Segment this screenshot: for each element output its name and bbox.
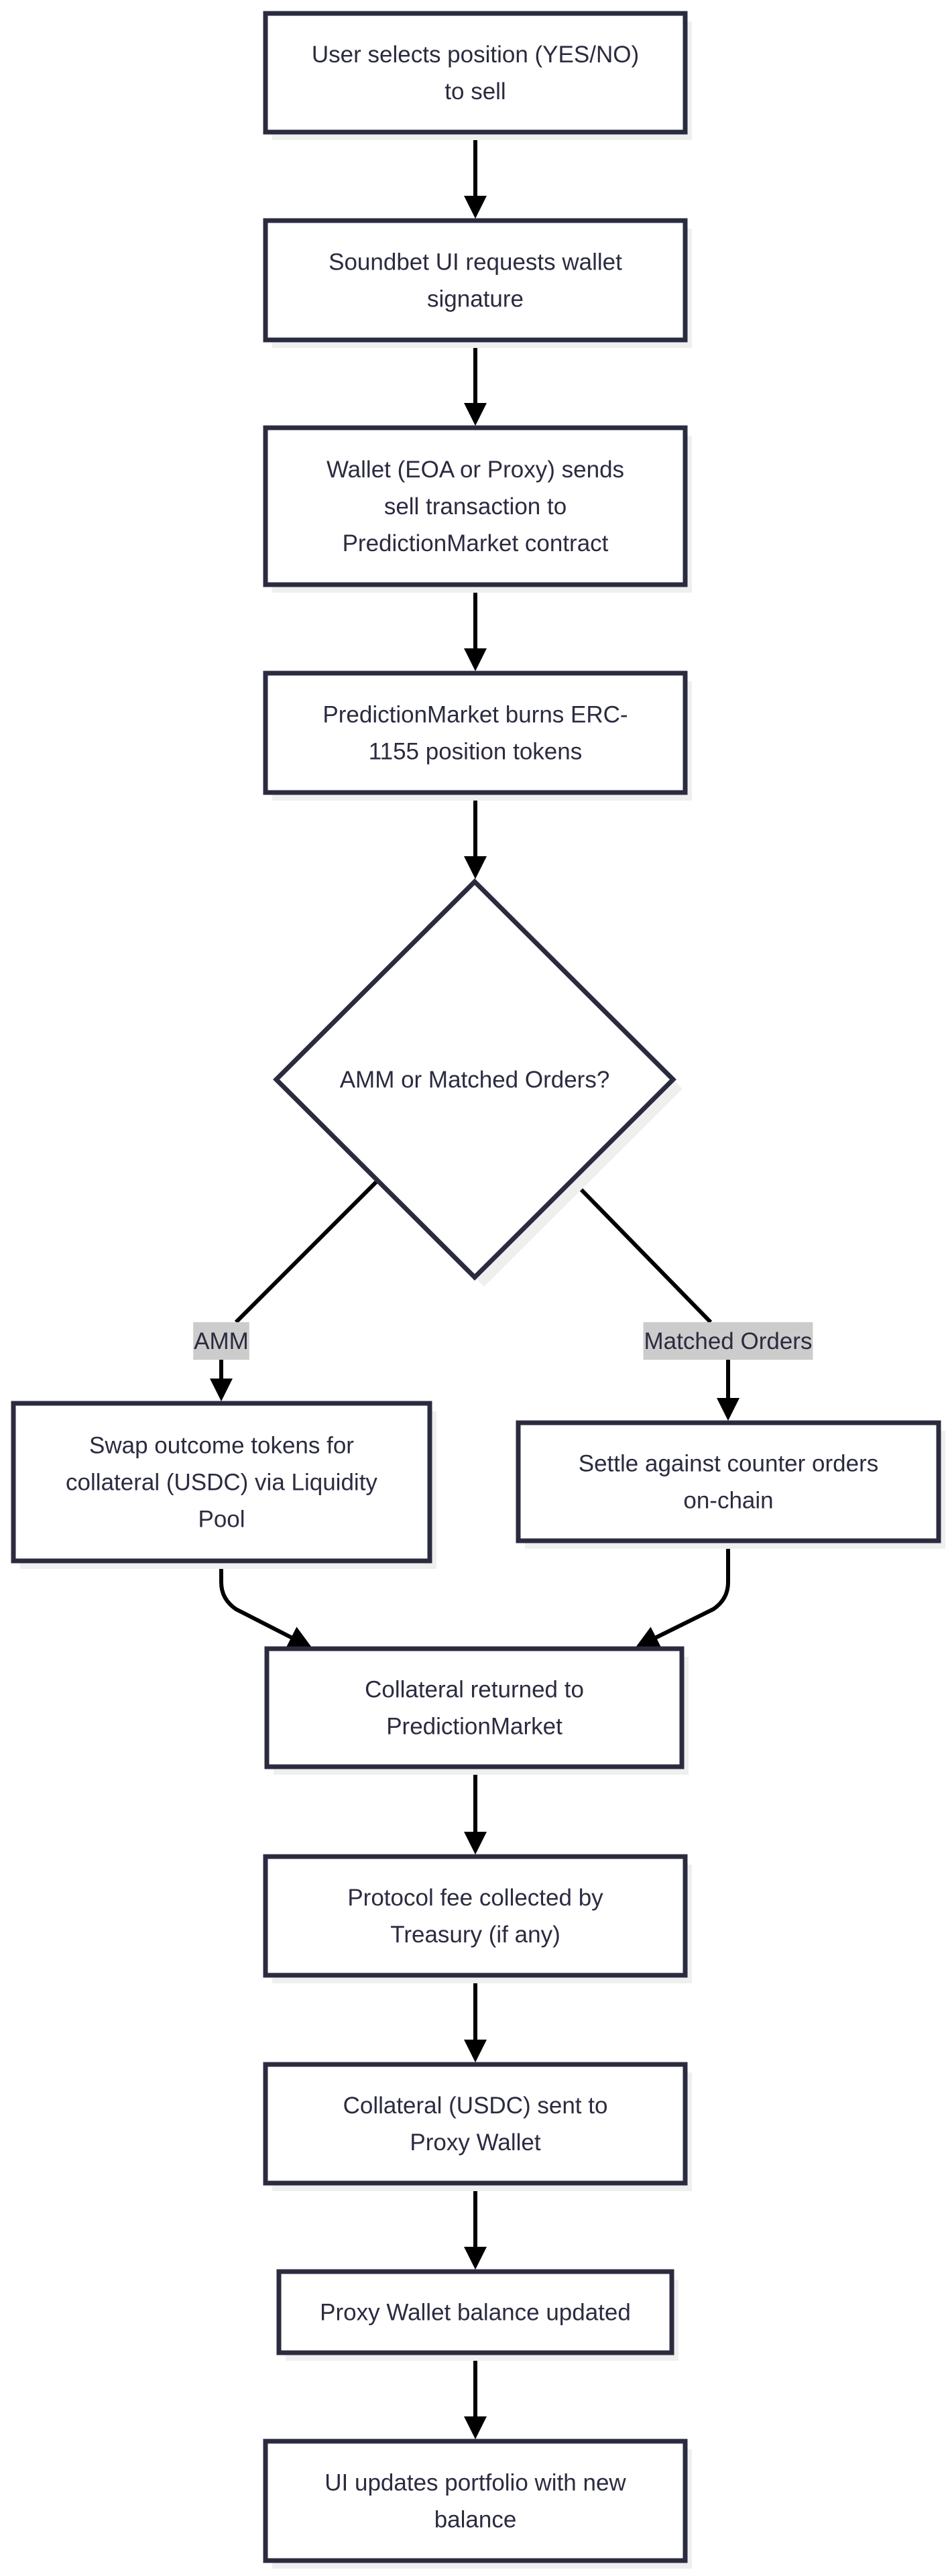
- arrowhead-icon: [464, 403, 487, 426]
- node-select: User selects position (YES/NO) to sell: [263, 11, 692, 140]
- edge-line: [219, 1561, 296, 1641]
- node-label-line: UI updates portfolio with new: [324, 2470, 626, 2496]
- node-box: [263, 218, 688, 343]
- edge-collateral-returned-to-fee: [464, 1767, 487, 1855]
- edge-line: [651, 1541, 730, 1641]
- arrowhead-icon: [636, 1627, 662, 1647]
- node-label-line: Proxy Wallet: [410, 2129, 540, 2156]
- node-settle: Settle against counter orders on-chain: [516, 1420, 945, 1549]
- node-label-line: AMM or Matched Orders?: [340, 1067, 610, 1093]
- arrowhead-icon: [464, 856, 487, 879]
- edge-label: AMM: [193, 1322, 249, 1360]
- node-label-line: Wallet (EOA or Proxy) sends: [327, 457, 624, 483]
- node-label-line: Pool: [198, 1507, 245, 1533]
- arrowhead-icon: [464, 2040, 487, 2062]
- node-collateral-returned: Collateral returned to PredictionMarket: [264, 1646, 689, 1775]
- decision-diamond: [273, 878, 676, 1281]
- node-label-line: Treasury (if any): [390, 1922, 560, 1948]
- edge-label-background: [643, 1322, 813, 1360]
- edges-layer: [210, 132, 739, 2439]
- node-label-line: 1155 position tokens: [369, 739, 582, 765]
- edge-label-text: AMM: [194, 1328, 249, 1354]
- edge-label-background: [193, 1322, 249, 1360]
- edge-amm-swap-to-collateral-returned: [219, 1561, 312, 1647]
- edge-decision-to-amm-swap: [210, 1179, 379, 1401]
- node-box: [11, 1401, 432, 1564]
- node-decision: AMM or Matched Orders?: [273, 878, 683, 1287]
- node-label-line: Protocol fee collected by: [347, 1885, 603, 1911]
- edge-label: Matched Orders: [643, 1322, 813, 1360]
- edge-line: [219, 1179, 379, 1381]
- node-box: [263, 11, 688, 135]
- edge-balance-updated-to-ui-update: [464, 2353, 487, 2439]
- node-box: [264, 1646, 685, 1769]
- edge-line: [571, 1179, 730, 1400]
- edge-label-text: Matched Orders: [644, 1328, 813, 1354]
- node-label-line: balance: [434, 2507, 517, 2533]
- node-label-line: signature: [427, 286, 524, 312]
- edge-select-to-request-sig: [464, 132, 487, 219]
- arrowhead-icon: [717, 1398, 739, 1421]
- node-label-line: Swap outcome tokens for: [89, 1433, 354, 1459]
- node-box: [263, 670, 688, 795]
- edge-fee-to-collateral-sent: [464, 1975, 487, 2062]
- edge-burn-to-decision: [464, 793, 487, 879]
- edge-send-tx-to-burn: [464, 585, 487, 671]
- node-box: [263, 1854, 688, 1978]
- node-label-line: Proxy Wallet balance updated: [320, 2300, 631, 2326]
- nodes-layer: User selects position (YES/NO) to sellSou…: [11, 11, 945, 2569]
- node-label-line: collateral (USDC) via Liquidity: [66, 1470, 377, 1496]
- arrowhead-icon: [210, 1379, 233, 1401]
- node-box: [276, 2269, 674, 2355]
- edge-settle-to-collateral-returned: [636, 1541, 730, 1647]
- arrowhead-icon: [464, 2247, 487, 2270]
- node-label-line: sell transaction to: [384, 493, 567, 520]
- node-label-line: Soundbet UI requests wallet: [329, 249, 622, 276]
- node-burn: PredictionMarket burns ERC- 1155 position…: [263, 670, 692, 801]
- node-label-line: Settle against counter orders: [579, 1451, 878, 1477]
- node-box: [516, 1420, 941, 1543]
- arrowhead-icon: [286, 1627, 312, 1647]
- node-request-sig: Soundbet UI requests wallet signature: [263, 218, 692, 348]
- node-label-line: User selects position (YES/NO): [312, 42, 639, 68]
- arrowhead-icon: [464, 2416, 487, 2439]
- node-send-tx: Wallet (EOA or Proxy) sends sell transact…: [263, 425, 692, 593]
- node-box: [263, 2439, 688, 2563]
- edge-decision-to-settle: [571, 1179, 739, 1421]
- arrowhead-icon: [464, 1832, 487, 1855]
- node-label-line: to sell: [445, 78, 506, 105]
- node-label-line: on-chain: [683, 1488, 773, 1514]
- arrowhead-icon: [464, 196, 487, 219]
- node-label-line: PredictionMarket burns ERC-: [322, 702, 628, 728]
- arrowhead-icon: [464, 648, 487, 671]
- node-collateral-sent: Collateral (USDC) sent to Proxy Wallet: [263, 2062, 692, 2191]
- node-label-line: Collateral (USDC) sent to: [343, 2093, 608, 2119]
- edge-collateral-sent-to-balance-updated: [464, 2183, 487, 2270]
- node-label-line: PredictionMarket: [386, 1714, 562, 1740]
- node-label-line: Collateral returned to: [365, 1677, 584, 1703]
- node-balance-updated: Proxy Wallet balance updated: [276, 2269, 678, 2361]
- node-box: [263, 2062, 688, 2186]
- edge-request-sig-to-send-tx: [464, 340, 487, 426]
- node-box: [263, 425, 688, 587]
- node-amm-swap: Swap outcome tokens for collateral (USDC)…: [11, 1401, 436, 1569]
- node-fee: Protocol fee collected by Treasury (if an…: [263, 1854, 692, 1983]
- edge-labels-layer: AMM Matched Orders: [193, 1322, 813, 1360]
- node-label-line: PredictionMarket contract: [343, 530, 609, 557]
- node-ui-update: UI updates portfolio with new balance: [263, 2439, 692, 2569]
